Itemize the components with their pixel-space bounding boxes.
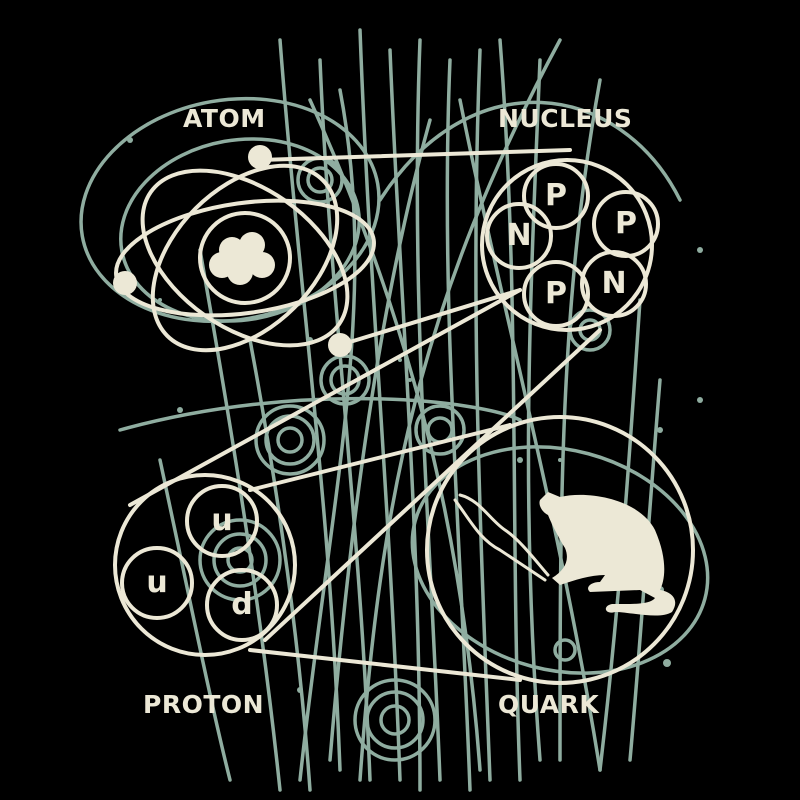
atom-nucleus-ring [198, 211, 292, 305]
quark-u: u [211, 503, 233, 538]
label-quark: QUARK [498, 690, 600, 719]
electron [248, 145, 272, 169]
electron [113, 271, 137, 295]
proton-ring [113, 473, 297, 657]
nucleon-n: N [506, 218, 532, 253]
label-proton: PROTON [143, 690, 265, 719]
atom-orbit [150, 163, 340, 353]
nucleon-p: P [545, 276, 567, 311]
label-atom: ATOM [183, 104, 266, 133]
quark-u: u [146, 565, 168, 600]
nucleon-n: N [601, 266, 627, 301]
label-nucleus: NUCLEUS [498, 104, 633, 133]
quark-d: d [231, 587, 253, 622]
nucleon-p: P [615, 206, 637, 241]
nucleon-p: P [545, 178, 567, 213]
cat-silhouette [539, 492, 676, 616]
quark-ring [425, 415, 695, 685]
electron [328, 333, 352, 357]
atom-orbit [140, 168, 350, 348]
